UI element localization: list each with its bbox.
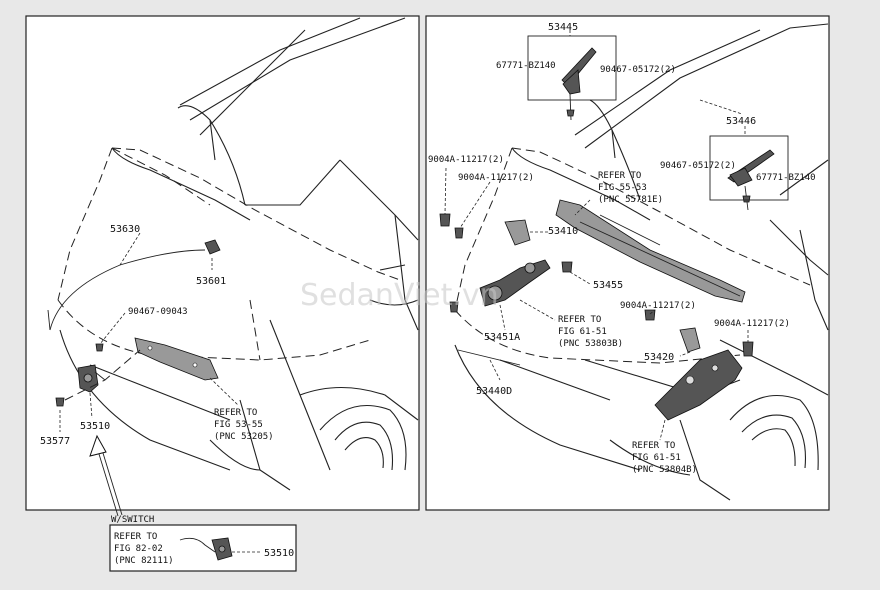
switch-refer-line-1: REFER TO: [114, 532, 157, 542]
label-53446: 53446: [726, 116, 756, 127]
right-car-body: [454, 23, 829, 501]
refer3-line-2: FIG 61-51: [558, 327, 607, 337]
label-67771-bz140-a: 67771-BZ140: [496, 61, 556, 71]
clip-53455: [561, 261, 573, 273]
refer4-line-3: (PNC 53804B): [632, 465, 697, 475]
label-9004a-11217-3: 9004A-11217(2): [620, 301, 696, 311]
switch-tag: W/SWITCH: [111, 515, 154, 525]
label-53410: 53410: [548, 226, 578, 237]
label-9004a-11217-1: 9004A-11217(2): [428, 155, 504, 165]
left-car-body: [59, 17, 419, 491]
label-9004a-11217-4: 9004A-11217(2): [714, 319, 790, 329]
refer4-line-1: REFER TO: [632, 441, 675, 451]
label-53451a: 53451A: [484, 332, 520, 343]
wiper-arm-53445: [561, 47, 597, 121]
label-53420: 53420: [644, 352, 674, 363]
label-53630: 53630: [110, 224, 140, 235]
left-leader-lines: [59, 232, 239, 432]
label-90467-05172-b: 90467-05172(2): [660, 161, 736, 171]
label-53601: 53601: [196, 276, 226, 287]
rod-53440d: [457, 349, 521, 366]
switch-arrow: [89, 434, 123, 517]
label-53577: 53577: [40, 436, 70, 447]
label-53440d: 53440D: [476, 386, 512, 397]
bolt-53577: [55, 397, 65, 407]
watermark: SedanViet.vn: [300, 278, 499, 313]
switch-box-frame: [109, 524, 297, 572]
refer2-line-1: REFER TO: [598, 171, 641, 181]
refer-line-2: FIG 53-55: [214, 420, 263, 430]
cowl-top-panel: [555, 199, 746, 303]
refer3-line-1: REFER TO: [558, 315, 601, 325]
switch-refer-line-2: FIG 82-02: [114, 544, 163, 554]
label-90467-05172-a: 90467-05172(2): [600, 65, 676, 75]
side-seal-right: [654, 349, 743, 421]
wiper-arm-53446: [727, 149, 775, 211]
refer-line-1: REFER TO: [214, 408, 257, 418]
right-panel-frame: [425, 15, 830, 511]
left-panel-frame: [25, 15, 420, 511]
label-90467-09043: 90467-09043: [128, 307, 188, 317]
wiper-motor-assy: [479, 259, 551, 307]
label-67771-bz140-b: 67771-BZ140: [756, 173, 816, 183]
label-53455: 53455: [593, 280, 623, 291]
switch-refer-line-3: (PNC 82111): [114, 556, 174, 566]
label-53510: 53510: [80, 421, 110, 432]
bolt-90467-09043: [95, 343, 104, 352]
refer4-line-2: FIG 61-51: [632, 453, 681, 463]
right-leader-lines: [444, 30, 789, 441]
wiper-link-53410: [504, 219, 531, 246]
refer2-line-3: (PNC 55781E): [598, 195, 663, 205]
label-9004a-11217-2: 9004A-11217(2): [458, 173, 534, 183]
right-hood-outline: [454, 147, 811, 364]
hood-lock-switch: [179, 537, 262, 561]
hood-rod-holder-53601: [204, 239, 221, 255]
refer2-line-2: FIG 55-53: [598, 183, 647, 193]
label-53445: 53445: [548, 22, 578, 33]
hood-lock-53510: [77, 364, 106, 393]
refer-line-3: (PNC 53205): [214, 432, 274, 442]
switch-part-53510: 53510: [264, 548, 294, 559]
hood-support-rod-53630: [47, 249, 206, 331]
refer3-line-3: (PNC 53803B): [558, 339, 623, 349]
bracket-53420: [679, 327, 701, 353]
